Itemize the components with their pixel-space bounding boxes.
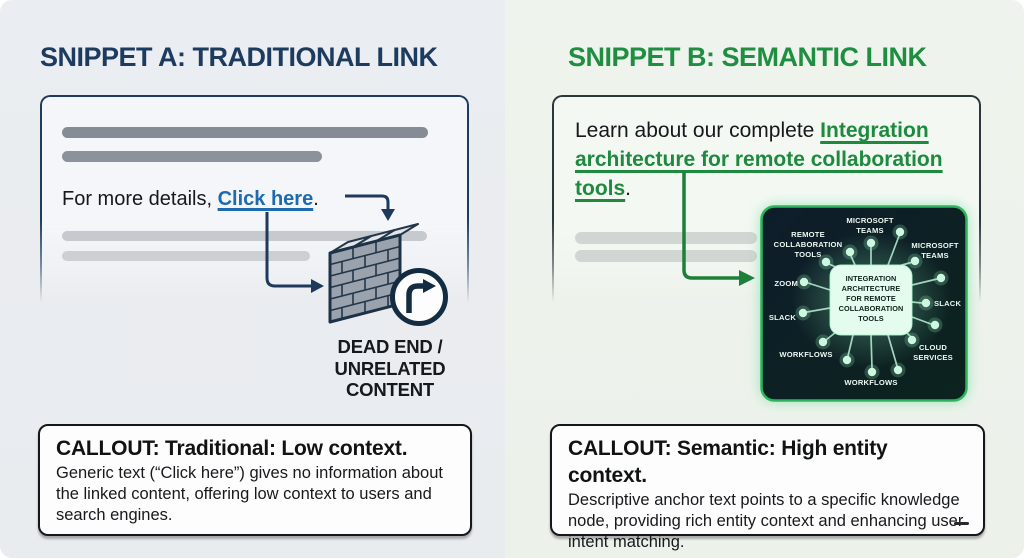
snippet-text-suffix: . — [625, 177, 632, 200]
callout-body: Descriptive anchor text points to a spec… — [568, 491, 964, 551]
graph-node[interactable] — [893, 365, 903, 375]
callout-heading: CALLOUT: Semantic: High entity context. — [568, 437, 888, 487]
click-here-link[interactable]: Click here — [217, 188, 314, 210]
graph-node[interactable] — [845, 247, 855, 257]
graph-node[interactable] — [842, 355, 852, 365]
arrowhead-icon — [311, 279, 324, 293]
callout-body: Generic text (“Click here”) gives no inf… — [56, 464, 443, 524]
graph-node[interactable] — [910, 256, 920, 266]
traditional-title: SNIPPET A: TRADITIONAL LINK — [40, 42, 438, 72]
traditional-callout: CALLOUT: Traditional: Low context. Gener… — [38, 424, 472, 536]
node-label-microsoft-teams-right: TEAMS — [921, 251, 949, 260]
text-placeholder-bar — [62, 151, 322, 162]
node-label-microsoft-teams-top: MICROSOFT — [846, 216, 894, 225]
graph-node[interactable] — [818, 337, 828, 347]
snippet-text-prefix: For more details, — [62, 188, 218, 210]
center-entity-label: INTEGRATION ARCHITECTURE FOR REMOTE COLL… — [839, 274, 904, 323]
dash-mark — [954, 522, 969, 525]
text-placeholder-bar — [575, 250, 757, 262]
node-label-zoom: ZOOM — [774, 279, 798, 288]
dead-end-line1: DEAD END / — [337, 336, 443, 357]
semantic-link[interactable]: Integration architecture for remote coll… — [575, 119, 943, 200]
snippet-sentence: For more details, Click here. — [62, 188, 319, 211]
arrow-to-wall-top — [345, 194, 395, 221]
arrow-to-wall-side — [265, 212, 324, 293]
center-line: INTEGRATION — [846, 274, 897, 283]
graph-node[interactable] — [866, 238, 876, 248]
node-label-cloud-services: CLOUD — [919, 343, 947, 352]
semantic-title: SNIPPET B: SEMANTIC LINK — [568, 42, 927, 72]
center-entity-node[interactable] — [829, 264, 913, 336]
dead-end-line2: UNRELATED CONTENT — [334, 357, 446, 401]
text-placeholder-bar — [62, 127, 428, 138]
node-label-workflows-left: WORKFLOWS — [779, 350, 832, 359]
snippet-sentence: Learn about our complete Integration arc… — [575, 116, 970, 203]
graph-node[interactable] — [936, 273, 946, 283]
center-line: TOOLS — [858, 314, 884, 323]
graph-node[interactable] — [798, 308, 808, 318]
graph-nodes — [798, 227, 946, 377]
graph-spokes — [806, 235, 938, 369]
snippet-text-prefix: Learn about our complete — [575, 119, 821, 142]
node-label-remote-collaboration-tools: COLLABORATION — [774, 240, 843, 249]
u-turn-icon — [390, 268, 448, 326]
graph-node[interactable] — [930, 320, 940, 330]
node-label-slack-right: SLACK — [934, 299, 961, 308]
graph-node[interactable] — [895, 227, 905, 237]
node-label-cloud-services: SERVICES — [913, 353, 953, 362]
dead-end-illustration — [265, 194, 448, 326]
center-line: COLLABORATION — [839, 304, 904, 313]
text-placeholder-bar — [575, 232, 757, 244]
graph-node[interactable] — [907, 335, 917, 345]
semantic-callout: CALLOUT: Semantic: High entity context. … — [550, 424, 985, 551]
center-line: ARCHITECTURE — [842, 284, 901, 293]
snippet-text-suffix: . — [313, 188, 319, 210]
dead-end-label: DEAD END / UNRELATED CONTENT — [292, 336, 488, 401]
graph-node[interactable] — [799, 277, 809, 287]
node-label-microsoft-teams-right: MICROSOFT — [911, 241, 959, 250]
node-label-slack-left: SLACK — [769, 313, 796, 322]
arrowhead-icon — [739, 270, 755, 286]
graph-node[interactable] — [921, 298, 931, 308]
graph-node[interactable] — [867, 367, 877, 377]
arrowhead-icon — [381, 209, 395, 221]
center-line: FOR REMOTE — [846, 294, 896, 303]
callout-heading: CALLOUT: Traditional: Low context. — [56, 437, 408, 460]
knowledge-graph-panel: INTEGRATION ARCHITECTURE FOR REMOTE COLL… — [760, 205, 968, 402]
node-label-remote-collaboration-tools: REMOTE — [791, 230, 825, 239]
arrow-to-knowledge-graph — [682, 172, 755, 286]
node-label-workflows-bottom: WORKFLOWS — [844, 378, 897, 387]
text-placeholder-bar — [62, 251, 310, 261]
brick-wall-icon — [328, 223, 419, 324]
node-label-microsoft-teams-top: TEAMS — [856, 226, 884, 235]
graph-node[interactable] — [821, 257, 831, 267]
node-label-remote-collaboration-tools: TOOLS — [794, 250, 821, 259]
text-placeholder-bar — [62, 231, 427, 241]
